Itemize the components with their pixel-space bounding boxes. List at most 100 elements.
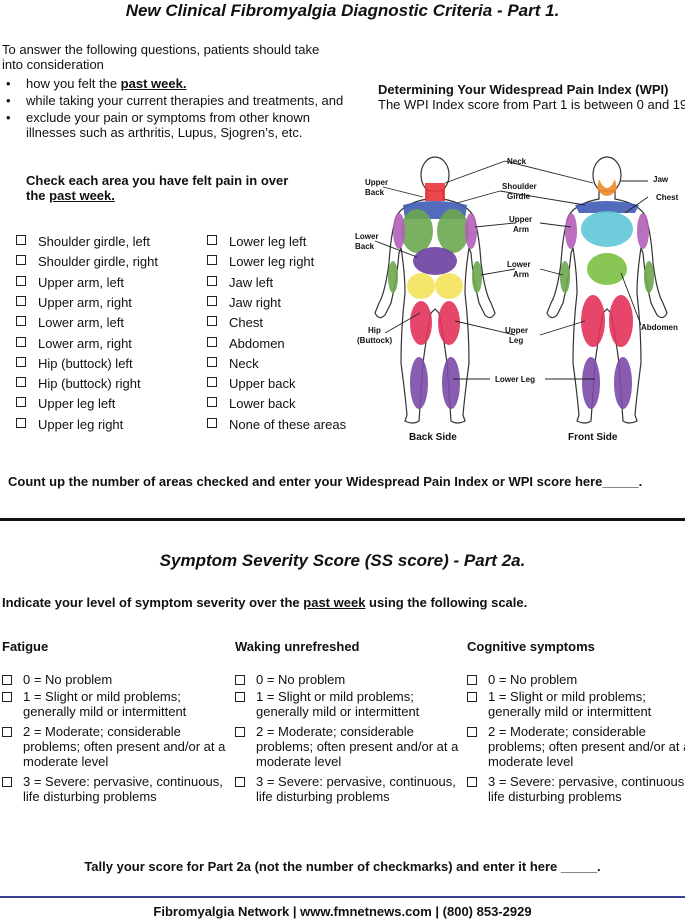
area-label: Neck bbox=[229, 355, 259, 371]
checkbox[interactable] bbox=[467, 777, 477, 787]
severity-column-header: Waking unrefreshed bbox=[235, 639, 360, 654]
body-diagram: Neck Upper Back Shoulder Girdle Upper Ar… bbox=[355, 156, 679, 443]
area-checkbox-item[interactable]: Shoulder girdle, right bbox=[16, 254, 158, 269]
checkbox[interactable] bbox=[16, 356, 26, 367]
checkbox[interactable] bbox=[467, 675, 477, 685]
checkbox[interactable] bbox=[16, 417, 26, 428]
area-checkbox-item[interactable]: Jaw right bbox=[207, 295, 281, 310]
checkbox[interactable] bbox=[207, 275, 217, 286]
checkbox[interactable] bbox=[207, 356, 217, 367]
checkbox[interactable] bbox=[235, 692, 245, 702]
checkbox[interactable] bbox=[2, 777, 12, 787]
lower-leg-right-region bbox=[442, 357, 460, 409]
checkbox[interactable] bbox=[16, 255, 26, 266]
checkbox[interactable] bbox=[16, 275, 26, 286]
severity-option[interactable]: 1 = Slight or mild problems; generally m… bbox=[235, 689, 460, 719]
checkbox[interactable] bbox=[235, 727, 245, 737]
area-checkbox-item[interactable]: Abdomen bbox=[207, 336, 285, 351]
checkbox[interactable] bbox=[16, 377, 26, 388]
wpi-count-instruction: Count up the number of areas checked and… bbox=[8, 474, 643, 489]
label-upper-arm-2: Arm bbox=[513, 225, 529, 234]
severity-option[interactable]: 3 = Severe: pervasive, continuous, life … bbox=[2, 774, 227, 804]
area-label: Upper arm, right bbox=[38, 294, 132, 310]
area-checkbox-item[interactable]: Upper arm, left bbox=[16, 275, 124, 290]
severity-option[interactable]: 2 = Moderate; considerable problems; oft… bbox=[235, 724, 460, 769]
area-checkbox-item[interactable]: None of these areas bbox=[207, 417, 346, 432]
severity-option[interactable]: 0 = No problem bbox=[2, 672, 227, 687]
severity-column-header: Cognitive symptoms bbox=[467, 639, 595, 654]
checkbox[interactable] bbox=[16, 316, 26, 327]
severity-option[interactable]: 3 = Severe: pervasive, continuous, life … bbox=[235, 774, 460, 804]
area-label: Upper arm, left bbox=[38, 274, 124, 290]
lower-leg-left-region bbox=[410, 357, 428, 409]
abdomen-region bbox=[587, 253, 627, 285]
area-checkbox-item[interactable]: Lower arm, right bbox=[16, 336, 132, 351]
area-checkbox-item[interactable]: Lower back bbox=[207, 396, 295, 411]
severity-option[interactable]: 1 = Slight or mild problems; generally m… bbox=[467, 689, 685, 719]
area-checkbox-item[interactable]: Chest bbox=[207, 315, 263, 330]
checkbox[interactable] bbox=[467, 727, 477, 737]
checkbox[interactable] bbox=[16, 397, 26, 408]
upper-leg-left-region bbox=[581, 295, 605, 347]
label-neck: Neck bbox=[507, 157, 527, 166]
leader-lines bbox=[374, 160, 649, 380]
area-checkbox-item[interactable]: Lower arm, left bbox=[16, 315, 124, 330]
area-label: Chest bbox=[229, 315, 263, 331]
area-checkbox-item[interactable]: Lower leg right bbox=[207, 254, 314, 269]
severity-option[interactable]: 2 = Moderate; considerable problems; oft… bbox=[467, 724, 685, 769]
area-label: Lower leg right bbox=[229, 254, 315, 270]
checkbox[interactable] bbox=[235, 675, 245, 685]
area-checkbox-item[interactable]: Jaw left bbox=[207, 275, 273, 290]
checkbox[interactable] bbox=[16, 336, 26, 347]
area-checkbox-item[interactable]: Upper arm, right bbox=[16, 295, 132, 310]
area-checkbox-item[interactable]: Shoulder girdle, left bbox=[16, 234, 150, 249]
upper-arm-right-region bbox=[465, 213, 477, 249]
lower-back-region bbox=[413, 247, 457, 275]
checkbox[interactable] bbox=[207, 397, 217, 408]
area-checkbox-item[interactable]: Upper leg left bbox=[16, 396, 115, 411]
label-hip: Hip bbox=[368, 326, 381, 335]
severity-option-label: 0 = No problem bbox=[256, 672, 346, 687]
checkbox[interactable] bbox=[16, 235, 26, 245]
area-checkbox-item[interactable]: Hip (buttock) right bbox=[16, 376, 141, 391]
severity-option-label: 1 = Slight or mild problems; generally m… bbox=[23, 689, 187, 719]
severity-option[interactable]: 3 = Severe: pervasive, continuous, life … bbox=[467, 774, 685, 804]
checkbox[interactable] bbox=[467, 692, 477, 702]
lower-leg-left-region bbox=[582, 357, 600, 409]
checkbox[interactable] bbox=[207, 235, 217, 245]
area-checkbox-item[interactable]: Lower leg left bbox=[207, 234, 306, 249]
area-checkbox-item[interactable]: Upper back bbox=[207, 376, 295, 391]
upper-leg-left-region bbox=[410, 301, 432, 345]
checkbox[interactable] bbox=[207, 255, 217, 266]
area-label: Upper leg left bbox=[38, 396, 116, 412]
severity-option[interactable]: 1 = Slight or mild problems; generally m… bbox=[2, 689, 227, 719]
label-shoulder-girdle-2: Girdle bbox=[507, 192, 531, 201]
upper-leg-right-region bbox=[438, 301, 460, 345]
severity-option-label: 2 = Moderate; considerable problems; oft… bbox=[488, 724, 685, 769]
severity-option[interactable]: 0 = No problem bbox=[235, 672, 460, 687]
area-checkbox-item[interactable]: Neck bbox=[207, 356, 259, 371]
checkbox[interactable] bbox=[2, 692, 12, 702]
checkbox[interactable] bbox=[207, 377, 217, 388]
checkbox[interactable] bbox=[207, 336, 217, 347]
checkbox[interactable] bbox=[207, 417, 217, 428]
severity-option-label: 1 = Slight or mild problems; generally m… bbox=[488, 689, 652, 719]
checkbox[interactable] bbox=[207, 316, 217, 327]
checkbox[interactable] bbox=[235, 777, 245, 787]
checkbox[interactable] bbox=[2, 727, 12, 737]
label-lower-back-2: Back bbox=[355, 242, 375, 251]
severity-option[interactable]: 2 = Moderate; considerable problems; oft… bbox=[2, 724, 227, 769]
severity-option-label: 3 = Severe: pervasive, continuous, life … bbox=[23, 774, 223, 804]
checkbox[interactable] bbox=[2, 675, 12, 685]
checkbox[interactable] bbox=[16, 295, 26, 306]
area-label: Shoulder girdle, left bbox=[38, 234, 151, 249]
wpi-subtext: The WPI Index score from Part 1 is betwe… bbox=[378, 97, 685, 112]
wpi-heading: Determining Your Widespread Pain Index (… bbox=[378, 82, 669, 97]
chest-region bbox=[581, 211, 633, 247]
area-checkbox-item[interactable]: Upper leg right bbox=[16, 417, 123, 432]
severity-option[interactable]: 0 = No problem bbox=[467, 672, 685, 687]
checkbox[interactable] bbox=[207, 295, 217, 306]
area-label: Jaw right bbox=[229, 294, 282, 310]
section-divider bbox=[0, 518, 685, 521]
area-checkbox-item[interactable]: Hip (buttock) left bbox=[16, 356, 133, 371]
